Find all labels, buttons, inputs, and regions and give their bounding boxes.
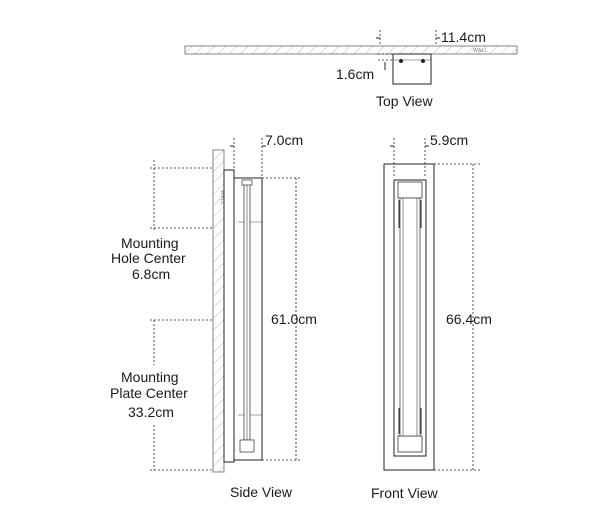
top-view: WALL 11.4cm 1.6cm Top View [184,29,518,109]
top-fixture [392,53,432,85]
front-top-cap [397,181,423,199]
mounting-hole-line1: Mounting [121,235,179,251]
side-mounting-plate [223,169,235,463]
top-view-label: Top View [376,93,433,109]
top-screw-right [421,59,425,63]
mounting-plate-line2: Plate Center [110,385,188,401]
front-view-label: Front View [371,485,439,501]
top-depth-dim: 1.6cm [336,66,374,82]
side-depth-dim: 7.0cm [265,132,303,148]
mounting-plate-line1: Mounting [121,369,179,385]
mounting-plate-value: 33.2cm [128,404,174,420]
mounting-hole-line2: Hole Center [111,250,186,266]
top-width-dim: 11.4cm [441,29,486,45]
front-width-dim: 5.9cm [430,132,468,148]
top-wall-label: WALL [473,48,488,54]
front-height-dim: 66.4cm [446,311,492,327]
front-glass-tube [399,197,421,437]
side-wall-label: WALL [219,190,225,205]
side-height-dim: 61.0cm [271,311,317,327]
front-bottom-cap [397,435,423,453]
side-view: WALL 7.0cm 61.0cm Mounting Hole Center 6… [110,132,317,500]
mounting-hole-value: 6.8cm [132,266,170,282]
front-view: 5.9cm 66.4cm Front View [371,132,492,501]
top-wall [184,45,518,55]
side-view-label: Side View [230,484,293,500]
top-screw-left [399,59,403,63]
